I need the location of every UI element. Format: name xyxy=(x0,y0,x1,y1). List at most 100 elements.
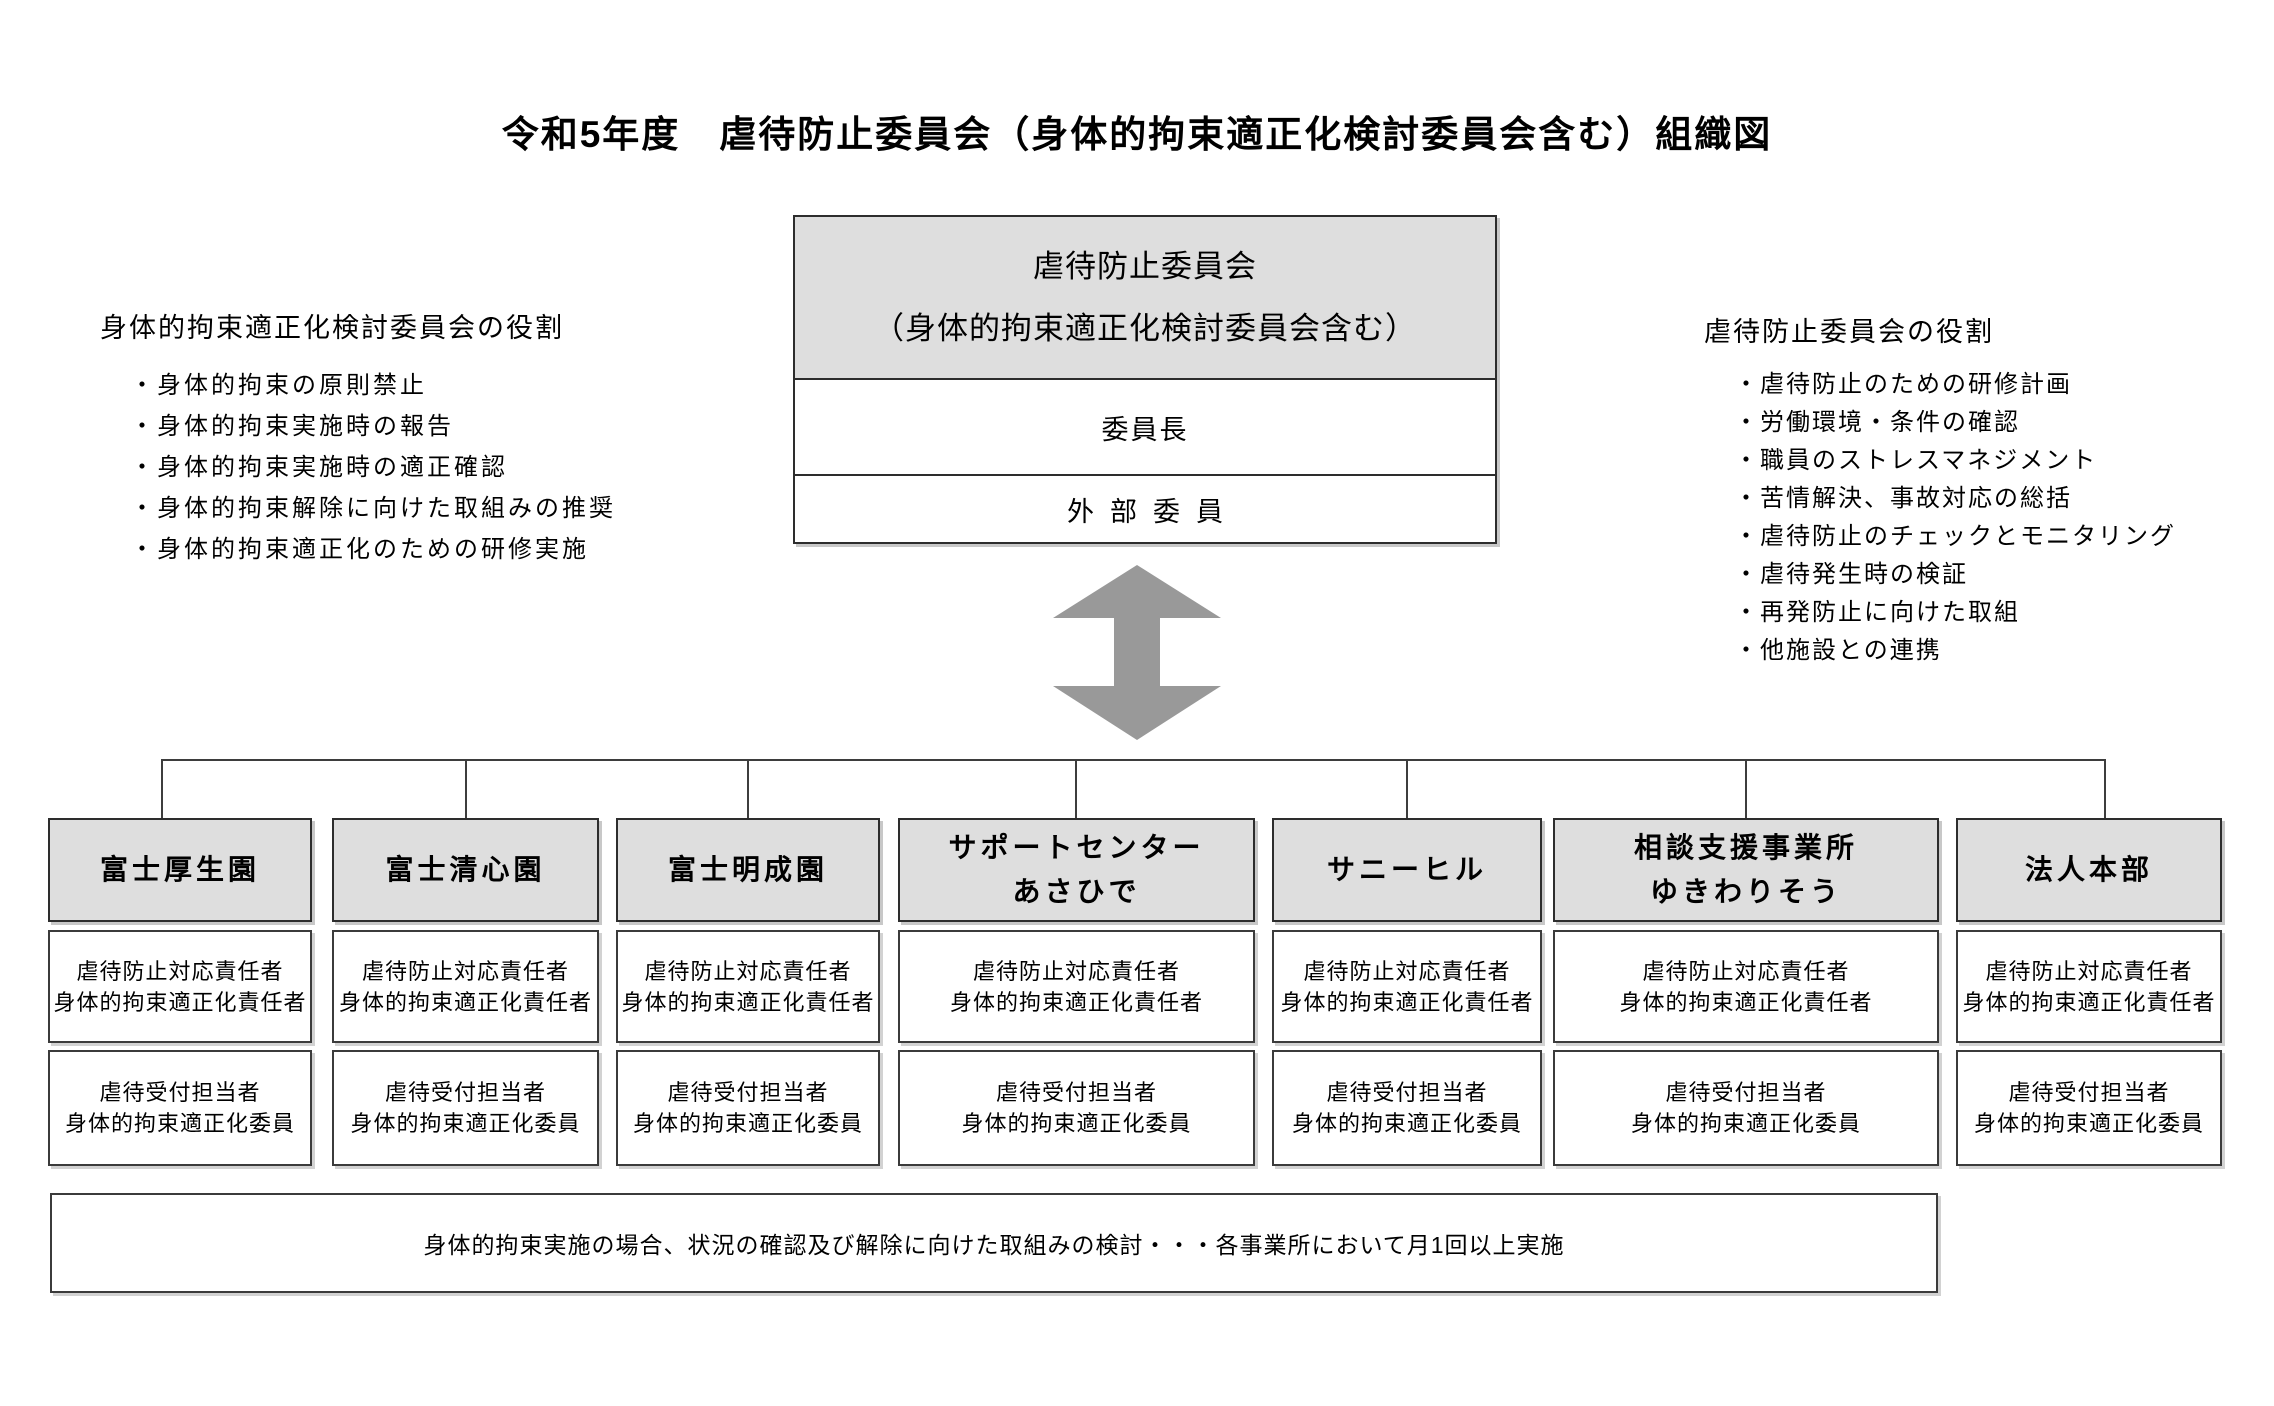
role-item: ・虐待発生時の検証 xyxy=(1734,561,1968,588)
site-name-line: 富士明成園 xyxy=(667,854,828,885)
responsible-line: 身体的拘束適正化責任者 xyxy=(1962,989,2216,1015)
site-column-fujiseishinen: 富士清心園 虐待防止対応責任者身体的拘束適正化責任者 虐待受付担当者身体的拘束適… xyxy=(332,818,599,1166)
site-name-line: あさひで xyxy=(1012,876,1141,907)
reception-line: 虐待受付担当者 xyxy=(384,1080,546,1105)
site-reception-box: 虐待受付担当者身体的拘束適正化委員 xyxy=(898,1050,1255,1166)
site-responsible-box: 虐待防止対応責任者身体的拘束適正化責任者 xyxy=(898,930,1255,1043)
reception-line: 身体的拘束適正化委員 xyxy=(1630,1111,1861,1136)
connector-drop xyxy=(465,759,467,820)
reception-line: 身体的拘束適正化委員 xyxy=(64,1111,295,1136)
connector-drop xyxy=(1075,759,1077,820)
site-header: 富士明成園 xyxy=(616,818,880,922)
site-responsible-box: 虐待防止対応責任者身体的拘束適正化責任者 xyxy=(1272,930,1542,1043)
role-item: ・虐待防止のチェックとモニタリング xyxy=(1734,523,2176,550)
site-responsible-box: 虐待防止対応責任者身体的拘束適正化責任者 xyxy=(1956,930,2222,1043)
responsible-line: 虐待防止対応責任者 xyxy=(361,958,569,984)
role-item: ・身体的拘束実施時の報告 xyxy=(130,413,454,440)
page-title: 令和5年度 虐待防止委員会（身体的拘束適正化検討委員会含む）組織図 xyxy=(501,114,1773,155)
site-column-houjin-honbu: 法人本部 虐待防止対応責任者身体的拘束適正化責任者 虐待受付担当者身体的拘束適正… xyxy=(1956,818,2222,1166)
responsible-line: 虐待防止対応責任者 xyxy=(972,958,1180,984)
left-roles-list: ・身体的拘束の原則禁止 ・身体的拘束実施時の報告 ・身体的拘束実施時の適正確認 … xyxy=(130,365,616,570)
committee-name: 虐待防止委員会 （身体的拘束適正化検討委員会含む） xyxy=(795,217,1495,378)
connector-drop xyxy=(2104,759,2106,820)
site-header: 相談支援事業所ゆきわりそう xyxy=(1553,818,1939,922)
role-item: ・職員のストレスマネジメント xyxy=(1734,447,2098,474)
role-item: ・苦情解決、事故対応の総括 xyxy=(1734,485,2072,512)
site-column-fujimeiseien: 富士明成園 虐待防止対応責任者身体的拘束適正化責任者 虐待受付担当者身体的拘束適… xyxy=(616,818,880,1166)
responsible-line: 虐待防止対応責任者 xyxy=(644,958,852,984)
role-item: ・身体的拘束実施時の適正確認 xyxy=(130,454,508,481)
reception-line: 身体的拘束適正化委員 xyxy=(350,1111,581,1136)
role-item: ・労働環境・条件の確認 xyxy=(1734,409,2020,436)
site-responsible-box: 虐待防止対応責任者身体的拘束適正化責任者 xyxy=(1553,930,1939,1043)
responsible-line: 身体的拘束適正化責任者 xyxy=(1619,989,1873,1015)
site-name-line: サニーヒル xyxy=(1326,854,1487,885)
site-name-line: ゆきわりそう xyxy=(1649,876,1842,907)
connector-drop xyxy=(161,759,163,820)
site-name-line: 富士清心園 xyxy=(385,854,546,885)
site-header: サニーヒル xyxy=(1272,818,1542,922)
responsible-line: 身体的拘束適正化責任者 xyxy=(949,989,1203,1015)
site-column-support-center-asahide: サポートセンターあさひで 虐待防止対応責任者身体的拘束適正化責任者 虐待受付担当… xyxy=(898,818,1255,1166)
site-column-fujikoseien: 富士厚生園 虐待防止対応責任者身体的拘束適正化責任者 虐待受付担当者身体的拘束適… xyxy=(48,818,312,1166)
site-column-yukiwarisou: 相談支援事業所ゆきわりそう 虐待防止対応責任者身体的拘束適正化責任者 虐待受付担… xyxy=(1553,818,1939,1166)
site-responsible-box: 虐待防止対応責任者身体的拘束適正化責任者 xyxy=(616,930,880,1043)
site-header: 富士清心園 xyxy=(332,818,599,922)
left-roles-heading: 身体的拘束適正化検討委員会の役割 xyxy=(100,313,564,343)
reception-line: 身体的拘束適正化委員 xyxy=(1291,1111,1522,1136)
responsible-line: 虐待防止対応責任者 xyxy=(1303,958,1511,984)
reception-line: 虐待受付担当者 xyxy=(99,1080,261,1105)
site-reception-box: 虐待受付担当者身体的拘束適正化委員 xyxy=(48,1050,312,1166)
role-item: ・身体的拘束適正化のための研修実施 xyxy=(130,536,589,563)
responsible-line: 虐待防止対応責任者 xyxy=(1985,958,2193,984)
site-header: サポートセンターあさひで xyxy=(898,818,1255,922)
reception-line: 身体的拘束適正化委員 xyxy=(961,1111,1192,1136)
responsible-line: 虐待防止対応責任者 xyxy=(1642,958,1850,984)
role-item: ・他施設との連携 xyxy=(1734,637,1942,664)
committee-external-members-cell: 外部委員 xyxy=(1067,496,1239,527)
connector-drop xyxy=(747,759,749,820)
reception-line: 虐待受付担当者 xyxy=(1665,1080,1827,1105)
right-roles-list: ・虐待防止のための研修計画 ・労働環境・条件の確認 ・職員のストレスマネジメント… xyxy=(1734,366,2176,670)
committee-chair-cell: 委員長 xyxy=(795,378,1495,476)
committee-name-line1: 虐待防止委員会 xyxy=(1033,248,1257,284)
site-reception-box: 虐待受付担当者身体的拘束適正化委員 xyxy=(332,1050,599,1166)
site-reception-box: 虐待受付担当者身体的拘束適正化委員 xyxy=(1553,1050,1939,1166)
site-name-line: 富士厚生園 xyxy=(99,854,260,885)
reception-line: 虐待受付担当者 xyxy=(2008,1080,2170,1105)
role-item: ・再発防止に向けた取組 xyxy=(1734,599,2020,626)
bottom-note-text: 身体的拘束実施の場合、状況の確認及び解除に向けた取組みの検討・・・各事業所におい… xyxy=(423,1232,1565,1258)
committee-name-line2: （身体的拘束適正化検討委員会含む） xyxy=(873,310,1417,346)
connector-drop xyxy=(1745,759,1747,820)
responsible-line: 身体的拘束適正化責任者 xyxy=(338,989,592,1015)
reception-line: 身体的拘束適正化委員 xyxy=(1973,1111,2204,1136)
site-reception-box: 虐待受付担当者身体的拘束適正化委員 xyxy=(616,1050,880,1166)
double-arrow-icon xyxy=(1053,565,1221,740)
role-item: ・虐待防止のための研修計画 xyxy=(1734,371,2072,398)
bottom-note-box: 身体的拘束実施の場合、状況の確認及び解除に向けた取組みの検討・・・各事業所におい… xyxy=(50,1193,1938,1293)
site-name-line: 相談支援事業所 xyxy=(1633,832,1858,863)
site-responsible-box: 虐待防止対応責任者身体的拘束適正化責任者 xyxy=(332,930,599,1043)
responsible-line: 身体的拘束適正化責任者 xyxy=(1280,989,1534,1015)
site-name-line: サポートセンター xyxy=(948,832,1205,863)
reception-line: 虐待受付担当者 xyxy=(995,1080,1157,1105)
right-roles-heading: 虐待防止委員会の役割 xyxy=(1704,317,1994,347)
restraint-committee-roles: 身体的拘束適正化検討委員会の役割 ・身体的拘束の原則禁止 ・身体的拘束実施時の報… xyxy=(100,306,616,570)
site-name-line: 法人本部 xyxy=(2024,854,2153,885)
abuse-prevention-committee-roles: 虐待防止委員会の役割 ・虐待防止のための研修計画 ・労働環境・条件の確認 ・職員… xyxy=(1704,310,2176,670)
org-connector-line xyxy=(162,759,2105,761)
committee-box: 虐待防止委員会 （身体的拘束適正化検討委員会含む） 委員長 外部委員 xyxy=(793,215,1497,544)
site-responsible-box: 虐待防止対応責任者身体的拘束適正化責任者 xyxy=(48,930,312,1043)
reception-line: 虐待受付担当者 xyxy=(667,1080,829,1105)
role-item: ・身体的拘束解除に向けた取組みの推奨 xyxy=(130,495,616,522)
reception-line: 身体的拘束適正化委員 xyxy=(632,1111,863,1136)
site-reception-box: 虐待受付担当者身体的拘束適正化委員 xyxy=(1956,1050,2222,1166)
site-header: 法人本部 xyxy=(1956,818,2222,922)
site-column-sunnyhill: サニーヒル 虐待防止対応責任者身体的拘束適正化責任者 虐待受付担当者身体的拘束適… xyxy=(1272,818,1542,1166)
reception-line: 虐待受付担当者 xyxy=(1326,1080,1488,1105)
site-header: 富士厚生園 xyxy=(48,818,312,922)
responsible-line: 身体的拘束適正化責任者 xyxy=(621,989,875,1015)
connector-drop xyxy=(1406,759,1408,820)
site-reception-box: 虐待受付担当者身体的拘束適正化委員 xyxy=(1272,1050,1542,1166)
